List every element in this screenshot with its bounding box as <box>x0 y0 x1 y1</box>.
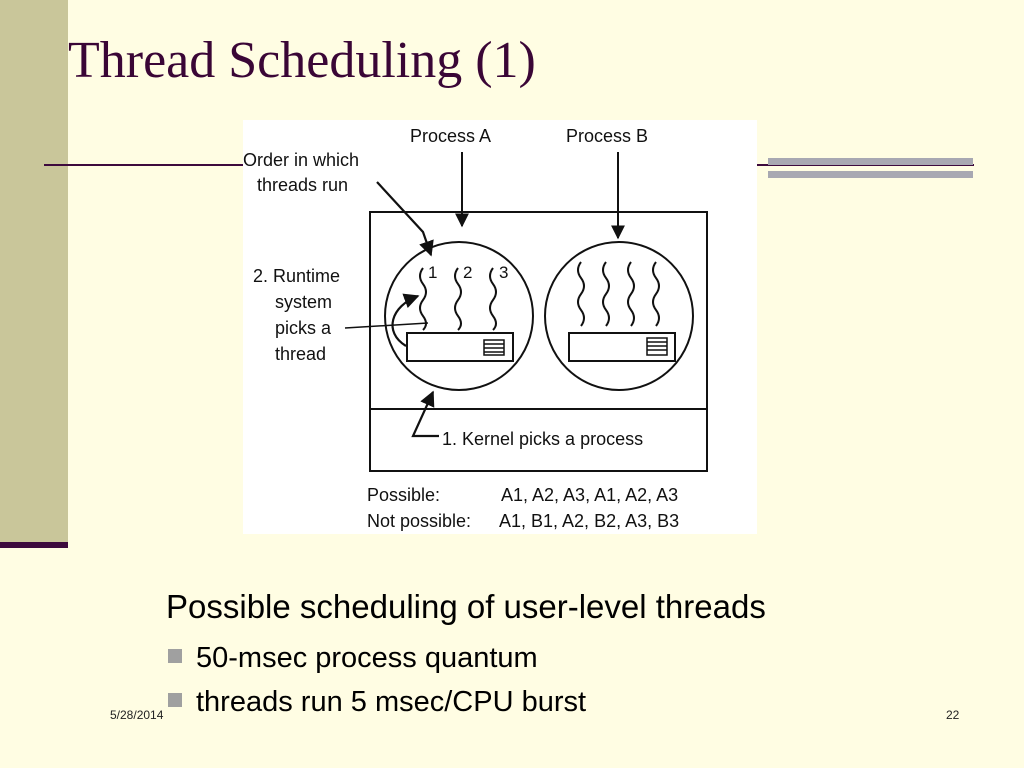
process-b-label: Process B <box>566 126 648 146</box>
kernel-label: 1. Kernel picks a process <box>442 429 643 449</box>
bullet-text: 50-msec process quantum <box>196 642 538 674</box>
left-decor-bar <box>0 542 68 548</box>
square-bullet-icon <box>168 649 182 664</box>
runtime-table-b <box>568 332 676 362</box>
kernel-arrow <box>411 390 439 438</box>
runtime-label-line1: 2. Runtime <box>253 266 340 286</box>
runtime-table-a-icon <box>483 339 505 356</box>
order-label-line2: threads run <box>257 175 348 195</box>
process-b-circle <box>544 241 694 391</box>
thread-number-3: 3 <box>499 263 508 282</box>
square-bullet-icon <box>168 693 182 708</box>
not-possible-label: Not possible: <box>367 511 471 531</box>
process-b-threads <box>577 261 660 327</box>
possible-sequence: A1, A2, A3, A1, A2, A3 <box>501 485 678 505</box>
runtime-pick-arrow <box>391 293 420 347</box>
slide-page-number: 22 <box>946 708 960 722</box>
slide-title: Thread Scheduling (1) <box>68 32 536 89</box>
left-decor-band <box>0 0 68 542</box>
runtime-pointer-line <box>344 322 429 329</box>
order-label-line1: Order in which <box>243 150 359 170</box>
thread-number-2: 2 <box>463 263 472 282</box>
title-rule-grey <box>768 158 973 178</box>
process-a-label: Process A <box>410 126 491 146</box>
bullet-item: threads run 5 msec/CPU burst <box>168 688 586 717</box>
runtime-table-b-icon <box>646 337 668 356</box>
runtime-label-line3: picks a <box>275 318 332 338</box>
slide-date: 5/28/2014 <box>110 708 164 722</box>
process-a-circle <box>384 241 534 391</box>
slide-subtitle: Possible scheduling of user-level thread… <box>166 588 766 625</box>
runtime-label-line2: system <box>275 292 332 312</box>
title-rule-left <box>44 164 244 166</box>
bullet-text: threads run 5 msec/CPU burst <box>196 686 587 718</box>
not-possible-sequence: A1, B1, A2, B2, A3, B3 <box>499 511 679 531</box>
runtime-table-a <box>406 332 514 362</box>
possible-label: Possible: <box>367 485 440 505</box>
kernel-space-box <box>369 408 708 472</box>
bullet-item: 50-msec process quantum <box>168 644 538 673</box>
thread-scheduling-figure: Process A Process B Order in which threa… <box>243 120 757 534</box>
runtime-label-line4: thread <box>275 344 326 364</box>
process-a-threads <box>419 267 497 331</box>
thread-number-1: 1 <box>428 263 437 282</box>
order-arrow <box>376 181 434 257</box>
